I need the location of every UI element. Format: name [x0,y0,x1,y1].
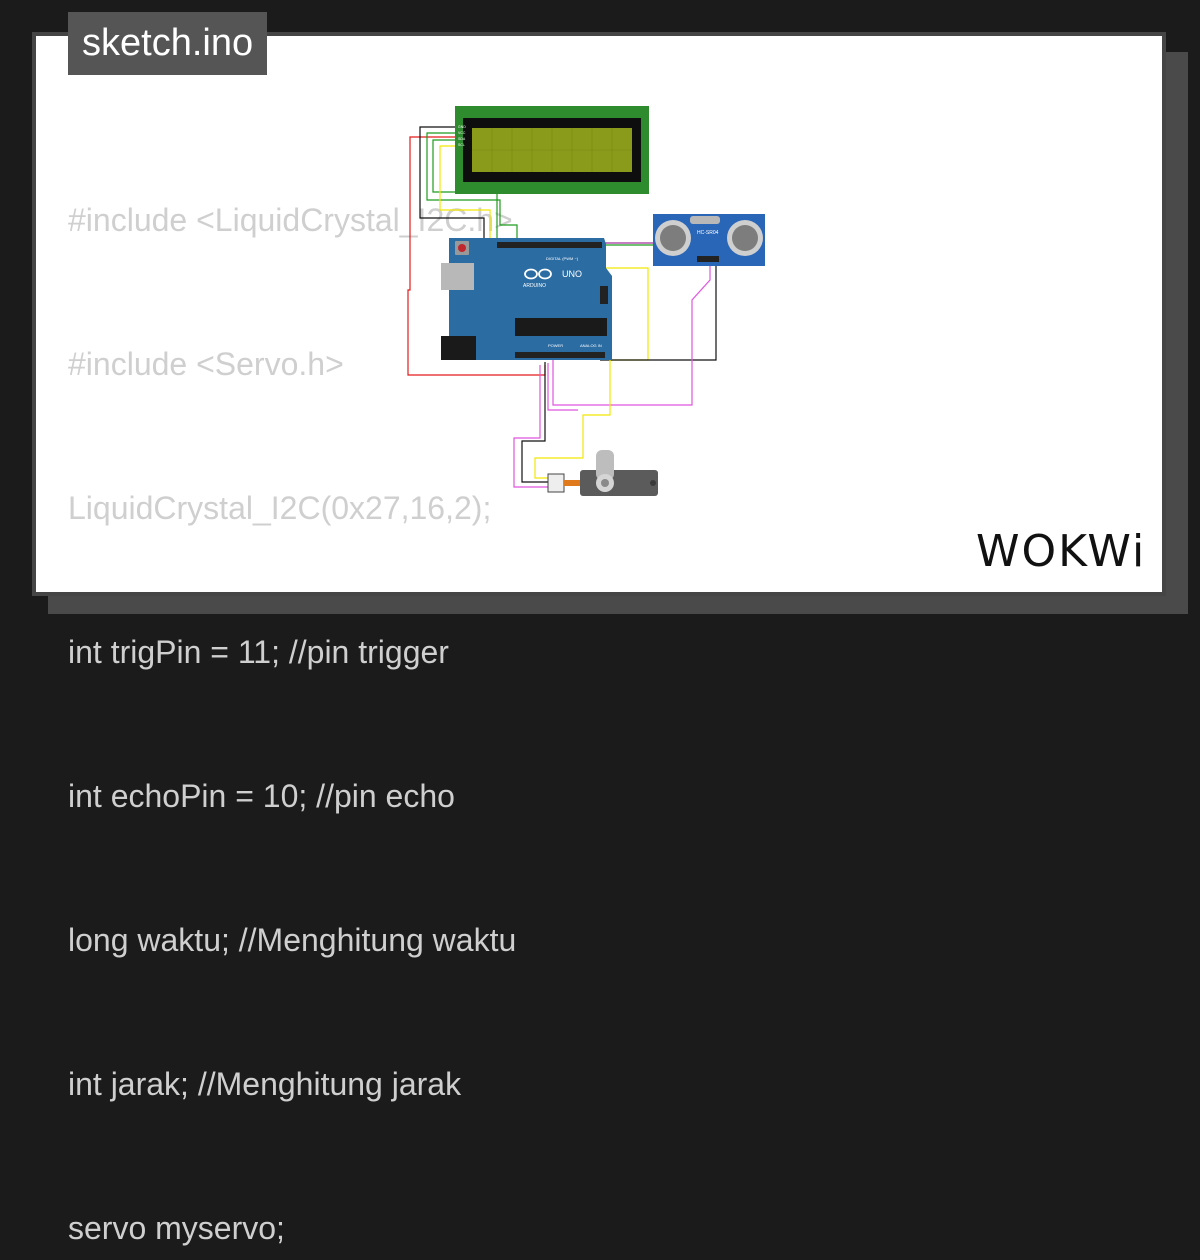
code-line: #include <Servo.h> [68,346,344,382]
code-line: int trigPin = 11; //pin trigger [68,634,449,670]
power-jack [441,336,476,360]
board-model: UNO [562,269,582,279]
wire-magenta-servo [513,365,548,488]
code-line: int jarak; //Menghitung jarak [68,1066,462,1102]
code-line: int echoPin = 10; //pin echo [68,778,455,814]
wokwi-logo: WOKWi [976,526,1146,576]
digital-header [497,242,602,248]
wire-green-lcd [426,132,518,243]
wokwi-wordmark: WOKWi [976,526,1146,576]
code-line: long waktu; //Menghitung waktu [68,922,517,958]
analog-label: ANALOG IN [580,343,602,348]
power-label: POWER [548,343,563,348]
usb-port [441,263,474,290]
wire-pink-servo [547,363,578,411]
wire-black-lcd [419,126,485,243]
arduino-uno-board[interactable]: DIGITAL (PWM ~) POWER ANALOG IN ARDUINO … [441,238,612,360]
arduino-logo-icon [524,268,552,280]
wire-yellow-servo [534,360,611,479]
ultrasonic-sensor[interactable]: HC-SR04 [653,214,765,266]
analog-header [515,352,605,358]
sketch-title-badge[interactable]: sketch.ino [68,12,268,75]
lcd-display[interactable]: GND VCC SDA SCL [455,106,649,194]
wire-black-servo [521,362,548,483]
lcd-pin-label: VCC [458,131,466,135]
reset-button[interactable] [458,244,466,252]
code-line: #include <LiquidCrystal_I2C.h> [68,202,513,238]
wire-magenta-sensor [552,262,711,406]
sensor-label: HC-SR04 [697,230,719,236]
servo-motor[interactable] [547,450,658,496]
circuit-diagram[interactable]: GND VCC SDA SCL DIGITAL (PWM ~) POWER AN… [400,100,780,500]
wire-yellow-lcd [439,145,491,243]
wire-green2-lcd [432,139,498,243]
code-line: servo myservo; [68,1210,285,1246]
lcd-pin-label: SDA [458,137,466,141]
board-brand: ARDUINO [523,283,546,289]
lcd-pin-label: GND [458,125,466,129]
digital-label: DIGITAL (PWM ~) [546,256,579,261]
lcd-pin-label: SCL [458,143,465,147]
wire-black-sensor [600,262,717,361]
code-line: LiquidCrystal_I2C(0x27,16,2); [68,490,492,526]
microcontroller-chip [515,318,607,336]
